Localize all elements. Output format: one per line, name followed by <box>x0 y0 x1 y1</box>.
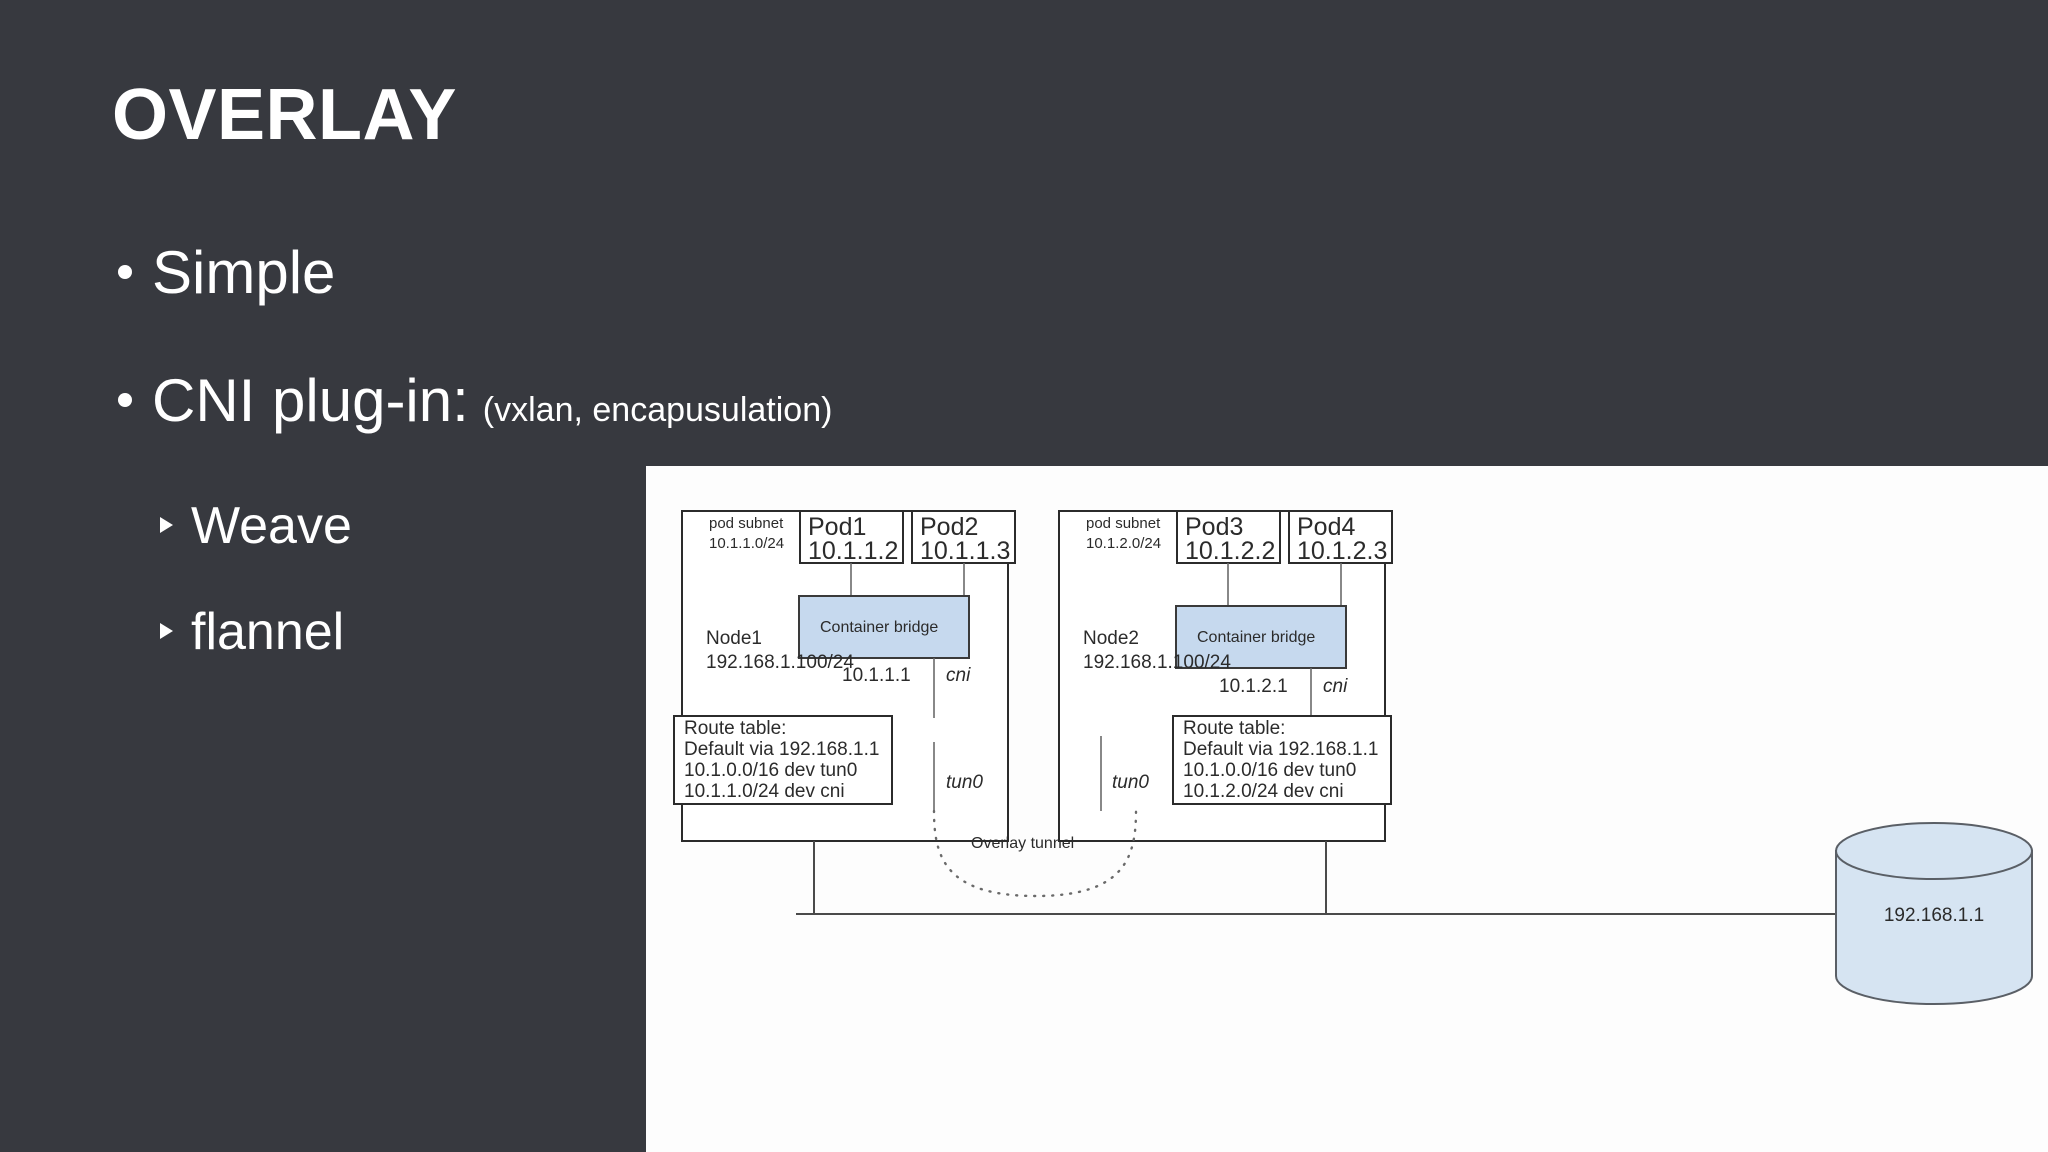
pod1-box <box>799 510 904 564</box>
node2-pod-subnet-cidr: 10.1.2.0/24 <box>1086 535 1161 552</box>
node2-route-table-title: Route table: <box>1183 718 1285 739</box>
pod2-box <box>911 510 1016 564</box>
overlay-tunnel-label: Overlay tunnel <box>971 835 1074 852</box>
node1-route-row: 10.1.0.0/16 dev tun0 <box>684 760 857 781</box>
page-title: OVERLAY <box>112 75 457 155</box>
node1-name: Node1 <box>706 628 762 649</box>
pod1-ip: 10.1.1.2 <box>808 537 898 565</box>
triangle-bullet-icon <box>160 517 173 533</box>
node2-name: Node2 <box>1083 628 1139 649</box>
node2-gateway-ip: 10.1.2.1 <box>1219 676 1288 697</box>
network-diagram: pod subnet 10.1.1.0/24 Pod1 10.1.1.2 Pod… <box>673 510 2033 1005</box>
bullet-item-simple: Simple <box>118 240 335 306</box>
bullet-note: (vxlan, encapusulation) <box>482 391 833 429</box>
node1-route-row: 10.1.1.0/24 dev cni <box>684 781 845 802</box>
network-diagram-panel: pod subnet 10.1.1.0/24 Pod1 10.1.1.2 Pod… <box>646 466 2048 1152</box>
node2-tun0-label: tun0 <box>1112 772 1149 793</box>
gateway-database-cylinder: 192.168.1.1 <box>1835 822 2033 1005</box>
node2-route-row: 10.1.0.0/16 dev tun0 <box>1183 760 1356 781</box>
pod4-ip: 10.1.2.3 <box>1297 537 1387 565</box>
pod4-box <box>1288 510 1393 564</box>
pod4-name: Pod4 <box>1297 513 1355 541</box>
node1-cni-label: cni <box>946 665 971 686</box>
node1-bridge-label: Container bridge <box>820 619 938 636</box>
node1-tun0-label: tun0 <box>946 772 983 793</box>
overlay-tunnel-path <box>932 809 1138 898</box>
pod3-name: Pod3 <box>1185 513 1243 541</box>
pod3-ip: 10.1.2.2 <box>1185 537 1275 565</box>
sub-bullet-item-flannel: flannel <box>160 603 345 661</box>
gateway-db-label: 192.168.1.1 <box>1884 905 1984 926</box>
node1-route-row: Default via 192.168.1.1 <box>684 739 879 760</box>
node2-pod-subnet-label: pod subnet <box>1086 515 1161 532</box>
node1-address: 192.168.1.100/24 <box>706 652 854 673</box>
node1-pod-subnet-cidr: 10.1.1.0/24 <box>709 535 784 552</box>
bullet-dot-icon <box>118 265 132 279</box>
cylinder-top <box>1835 822 2033 880</box>
node1-route-table-title: Route table: <box>684 718 786 739</box>
pod2-name: Pod2 <box>920 513 978 541</box>
bullet-label: Simple <box>152 239 336 306</box>
sub-bullet-label: Weave <box>191 497 352 555</box>
node2-bridge-label: Container bridge <box>1197 629 1315 646</box>
pod1-name: Pod1 <box>808 513 866 541</box>
node2-container-bridge <box>1175 605 1347 669</box>
pod3-box <box>1176 510 1281 564</box>
node2-cni-label: cni <box>1323 676 1348 697</box>
bullet-dot-icon <box>118 393 132 407</box>
node2-route-row: Default via 192.168.1.1 <box>1183 739 1378 760</box>
node1-route-table-box <box>673 715 893 805</box>
node1-gateway-ip: 10.1.1.1 <box>842 665 911 686</box>
pod2-ip: 10.1.1.3 <box>920 537 1010 565</box>
cylinder-body <box>1835 850 2033 1005</box>
node1-pod-subnet-label: pod subnet <box>709 515 784 532</box>
node1-container-bridge <box>798 595 970 659</box>
sub-bullet-item-weave: Weave <box>160 497 352 555</box>
sub-bullet-label: flannel <box>191 603 345 661</box>
bullet-item-cni-plugin: CNI plug-in: (vxlan, encapusulation) <box>118 368 832 434</box>
bullet-label: CNI plug-in: <box>152 367 469 434</box>
node2-address: 192.168.1.100/24 <box>1083 652 1231 673</box>
node2-route-table-box <box>1172 715 1392 805</box>
triangle-bullet-icon <box>160 623 173 639</box>
node2-route-row: 10.1.2.0/24 dev cni <box>1183 781 1344 802</box>
